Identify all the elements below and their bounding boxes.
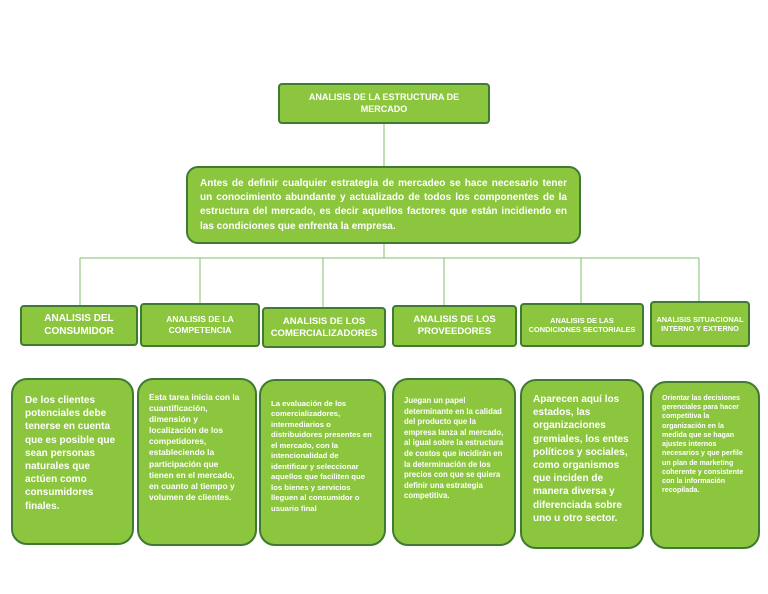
desc-consumidor-text: De los clientes potenciales debe tenerse… bbox=[25, 395, 116, 512]
desc-proveedores: Juegan un papel determinante en la calid… bbox=[392, 378, 516, 546]
desc-condiciones-sectoriales-text: Aparecen aquí los estados, las organizac… bbox=[533, 394, 629, 524]
heading-comercializadores: ANALISIS DE LOS COMERCIALIZADORES bbox=[262, 307, 386, 348]
desc-situacional: Orientar las decisiones gerenciales para… bbox=[650, 381, 760, 549]
desc-condiciones-sectoriales: Aparecen aquí los estados, las organizac… bbox=[520, 379, 644, 549]
desc-comercializadores-text: La evaluación de los comercializadores, … bbox=[271, 399, 372, 513]
desc-consumidor: De los clientes potenciales debe tenerse… bbox=[11, 378, 134, 545]
desc-situacional-text: Orientar las decisiones gerenciales para… bbox=[662, 394, 744, 495]
heading-consumidor-text: ANALISIS DEL CONSUMIDOR bbox=[44, 313, 114, 337]
heading-consumidor: ANALISIS DEL CONSUMIDOR bbox=[20, 305, 138, 346]
heading-condiciones-sectoriales: ANALISIS DE LAS CONDICIONES SECTORIALES bbox=[520, 303, 644, 347]
heading-situacional-text: ANALISIS SITUACIONAL INTERNO Y EXTERNO bbox=[656, 314, 744, 333]
heading-proveedores-text: ANALISIS DE LOS PROVEEDORES bbox=[413, 314, 496, 337]
heading-situacional: ANALISIS SITUACIONAL INTERNO Y EXTERNO bbox=[650, 301, 750, 347]
heading-competencia-text: ANALISIS DE LA COMPETENCIA bbox=[166, 314, 234, 335]
intro-box: Antes de definir cualquier estrategia de… bbox=[186, 166, 581, 244]
desc-comercializadores: La evaluación de los comercializadores, … bbox=[259, 379, 386, 546]
desc-proveedores-text: Juegan un papel determinante en la calid… bbox=[404, 396, 504, 501]
intro-text: Antes de definir cualquier estrategia de… bbox=[200, 178, 567, 232]
desc-competencia: Esta tarea inicia con la cuantificación,… bbox=[137, 378, 257, 546]
diagram-title: ANALISIS DE LA ESTRUCTURA DE MERCADO bbox=[278, 83, 490, 124]
desc-competencia-text: Esta tarea inicia con la cuantificación,… bbox=[149, 392, 240, 502]
heading-condiciones-sectoriales-text: ANALISIS DE LAS CONDICIONES SECTORIALES bbox=[528, 315, 636, 334]
heading-comercializadores-text: ANALISIS DE LOS COMERCIALIZADORES bbox=[270, 315, 378, 339]
heading-competencia: ANALISIS DE LA COMPETENCIA bbox=[140, 303, 260, 347]
heading-proveedores: ANALISIS DE LOS PROVEEDORES bbox=[392, 305, 517, 347]
diagram-title-text: ANALISIS DE LA ESTRUCTURA DE MERCADO bbox=[308, 92, 460, 114]
